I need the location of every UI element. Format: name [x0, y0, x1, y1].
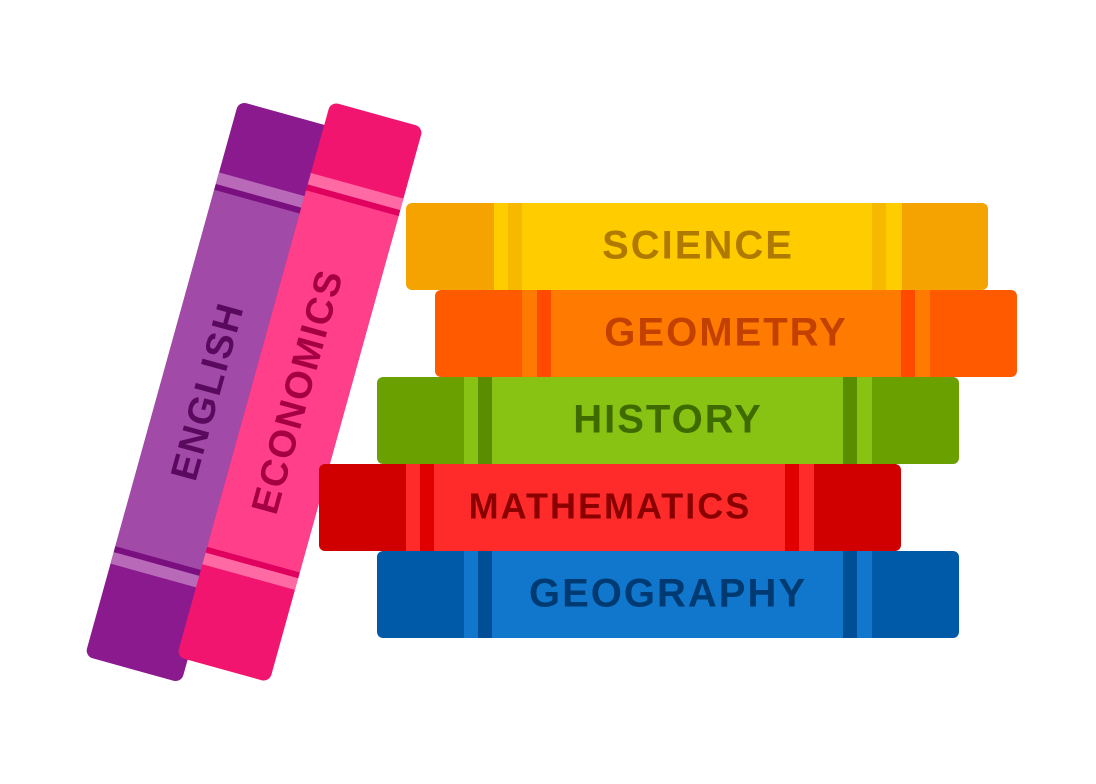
book-geography: GEOGRAPHY [377, 551, 959, 638]
book-geometry-stripe-right [901, 290, 915, 377]
book-science-title: SCIENCE [602, 224, 794, 268]
book-english-stripe-top2 [214, 183, 313, 217]
book-geography-title: GEOGRAPHY [529, 572, 807, 616]
book-geography-band [464, 551, 872, 638]
book-geometry: GEOMETRY [435, 290, 1017, 377]
book-geometry-title: GEOMETRY [604, 311, 847, 355]
book-economics-stripe-bottom [205, 546, 300, 579]
book-science: SCIENCE [406, 203, 988, 290]
book-mathematics: MATHEMATICS [319, 464, 901, 551]
book-geometry-band [522, 290, 930, 377]
book-history: HISTORY [377, 377, 959, 464]
book-economics-stripe-top [307, 172, 404, 211]
book-geography-stripe-right [843, 551, 857, 638]
book-mathematics-band [406, 464, 814, 551]
book-english: ENGLISH [86, 102, 334, 682]
book-science-stripe-right [872, 203, 886, 290]
book-history-title: HISTORY [573, 398, 763, 442]
book-economics-stripe-bottom2 [202, 552, 299, 590]
book-economics-stripe-top2 [306, 184, 401, 216]
book-economics-band [207, 190, 399, 573]
book-geometry-stripe-left [537, 290, 551, 377]
book-history-stripe-left [478, 377, 492, 464]
book-history-band [464, 377, 872, 464]
book-english-stripe-bottom2 [110, 552, 211, 591]
book-mathematics-stripe-right [785, 464, 799, 551]
book-science-stripe-left [508, 203, 522, 290]
book-mathematics-title: MATHEMATICS [469, 486, 752, 527]
book-economics: ECONOMICS [178, 103, 422, 681]
book-history-stripe-right [843, 377, 857, 464]
book-science-band [494, 203, 902, 290]
book-mathematics-stripe-left [420, 464, 434, 551]
book-english-stripe-top [215, 172, 316, 211]
book-english-stripe-bottom [113, 546, 212, 579]
book-english-band [115, 189, 311, 574]
book-geography-stripe-left [478, 551, 492, 638]
